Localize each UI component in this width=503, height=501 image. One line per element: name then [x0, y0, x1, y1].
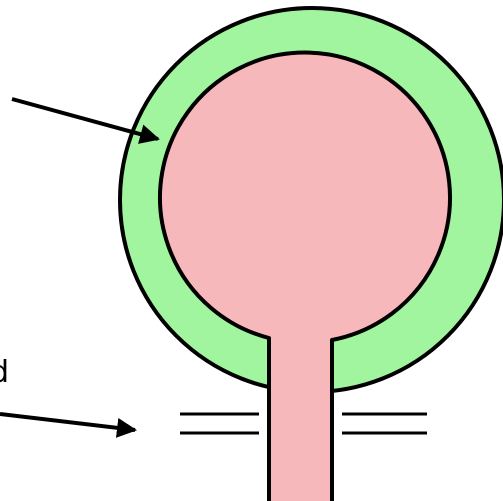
- stem-fill: [271, 330, 330, 501]
- bottom-left-partial-label: d: [0, 355, 9, 390]
- lower-arrow: [0, 414, 135, 430]
